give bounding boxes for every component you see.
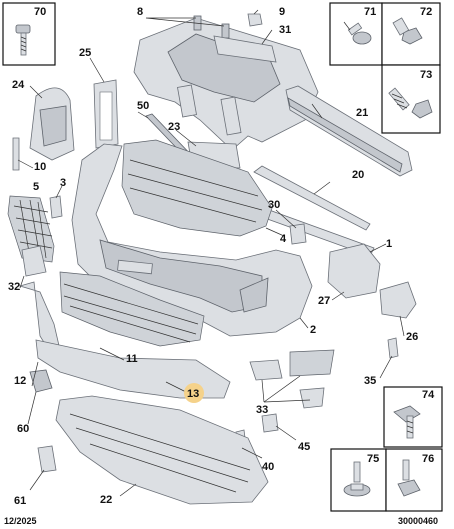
screw-73-icon [388, 87, 433, 119]
callout-71: 71 [364, 6, 376, 18]
grille-5 [7, 195, 55, 263]
callout-73: 73 [420, 69, 432, 81]
callout-30: 30 [268, 199, 280, 211]
callout-9: 9 [279, 6, 285, 18]
clip-9 [247, 13, 263, 27]
grille-inserts-33 [249, 349, 335, 409]
guide-26 [379, 281, 417, 319]
bracket-61 [37, 445, 57, 473]
callout-70: 70 [34, 6, 46, 18]
undertray-22 [55, 395, 269, 505]
callout-74: 74 [422, 389, 435, 401]
screw-74-icon [393, 405, 421, 439]
callout-labels: 70 8 9 31 71 72 73 25 24 21 50 23 10 20 … [8, 6, 435, 507]
screw-72-icon [392, 17, 423, 45]
callout-4: 4 [280, 233, 287, 245]
callout-13: 13 [187, 388, 199, 400]
screw-75-icon [343, 461, 371, 497]
lower-grille-11 [59, 271, 205, 347]
upper-grille-4 [121, 139, 273, 237]
callout-11: 11 [126, 353, 138, 365]
absorber-20 [253, 165, 371, 231]
callout-26: 26 [406, 331, 418, 343]
callout-1: 1 [386, 238, 392, 250]
leader-lines [17, 9, 405, 497]
callout-75: 75 [367, 453, 379, 465]
clip-35 [387, 337, 399, 359]
fastener-box-75-76 [330, 448, 443, 512]
callout-22: 22 [100, 494, 112, 506]
fastener-box-70 [2, 2, 56, 66]
bumper-cover-2 [71, 143, 313, 337]
screw-70-icon [15, 24, 31, 56]
reinforcement-21 [285, 85, 413, 177]
callout-61: 61 [14, 495, 26, 507]
callout-72: 72 [420, 6, 432, 18]
callout-31: 31 [279, 24, 291, 36]
clip-3 [49, 195, 63, 219]
air-deflector-24 [29, 87, 75, 161]
callout-27: 27 [318, 295, 330, 307]
callout-24: 24 [12, 79, 25, 91]
callout-25: 25 [79, 47, 91, 59]
callout-20: 20 [352, 169, 364, 181]
seal-31 [213, 35, 277, 63]
guide-25 [93, 79, 119, 149]
callout-40: 40 [262, 461, 274, 473]
clip-45 [261, 413, 279, 433]
callout-60: 60 [17, 423, 29, 435]
callout-23: 23 [168, 121, 180, 133]
callout-35: 35 [364, 375, 376, 387]
fastener-box-71-72-73 [329, 2, 441, 134]
callout-5: 5 [33, 181, 39, 193]
callout-8: 8 [137, 6, 143, 18]
bracket-30 [289, 223, 307, 245]
footer-date: 12/2025 [4, 516, 37, 526]
callout-21: 21 [356, 107, 368, 119]
callout-76: 76 [422, 453, 434, 465]
cover-32 [21, 245, 47, 277]
callout-33: 33 [256, 404, 268, 416]
callout-3: 3 [60, 177, 66, 189]
callout-50: 50 [137, 100, 149, 112]
screw-71-icon [343, 21, 372, 45]
guide-27 [327, 243, 381, 299]
highlight-13 [184, 383, 204, 403]
side-bracket-10 [12, 137, 20, 171]
fastener-box-74 [383, 386, 443, 448]
callout-32: 32 [8, 281, 20, 293]
callout-12: 12 [14, 375, 26, 387]
screw-76-icon [397, 459, 421, 497]
callout-2: 2 [310, 324, 316, 336]
cover-60 [29, 369, 53, 393]
footer-code: 30000460 [398, 516, 438, 526]
callout-45: 45 [298, 441, 310, 453]
callout-10: 10 [34, 161, 46, 173]
